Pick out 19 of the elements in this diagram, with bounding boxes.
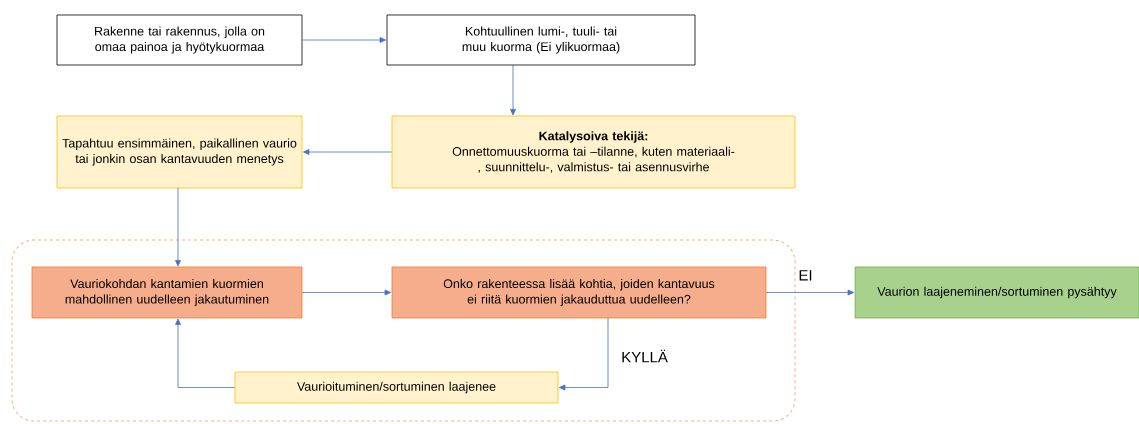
decision-box: Onko rakenteessa lisää kohtia, joiden kantavuus ei riitä kuormien jakauduttua uudelleen? <box>391 266 767 319</box>
process-box: Katalysoiva tekijä: Onnettomuuskuorma tai –tilanne, kuten materiaali-, suunnittelu-, valmistus- tai asennusvirhe <box>391 115 796 189</box>
edge-label: EI <box>799 270 812 281</box>
process-box: Vauriokohdan kantamien kuormien mahdollinen uudelleen jakautuminen <box>31 266 303 319</box>
arrow <box>303 149 392 155</box>
dashed-region <box>11 239 796 422</box>
arrow <box>302 37 386 43</box>
process-box: Kohtuullinen lumi-, tuuli- tai muu kuorma (Ei ylikuormaa) <box>386 14 696 66</box>
arrow <box>766 289 854 296</box>
arrow <box>175 187 181 267</box>
process-box: Rakenne tai rakennus, jolla on omaa painoa ja hyötykuormaa <box>56 14 303 66</box>
edge-label: KYLLÄ <box>622 349 668 363</box>
arrow <box>559 317 609 391</box>
result-box: Vaurion laajeneminen/sortuminen pysähtyy <box>854 266 1139 319</box>
process-box: Tapahtuu ensimmäinen, paikallinen vaurio tai jonkin osan kantavuuden menetys <box>56 115 303 189</box>
arrow <box>510 64 516 116</box>
process-box: Vaurioituminen/sortuminen laajenee <box>234 371 559 404</box>
arrow <box>175 318 235 388</box>
arrow <box>302 289 391 296</box>
